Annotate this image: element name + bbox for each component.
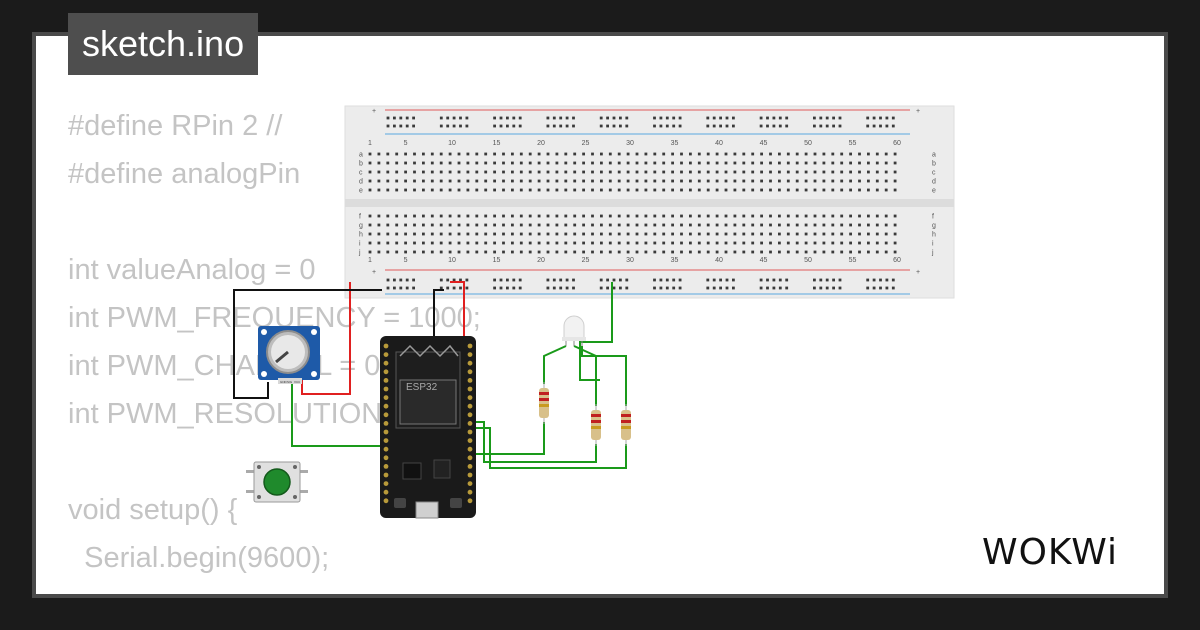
wire-green-esp-b[interactable]	[476, 427, 627, 469]
breadboard-row-label: j	[931, 250, 934, 257]
breadboard-column-label: 40	[715, 257, 723, 264]
breadboard-column-label: 60	[893, 257, 901, 264]
breadboard-row-label: f	[932, 214, 934, 221]
breadboard-column-label: 55	[849, 140, 857, 147]
breadboard-column-label: 50	[804, 140, 812, 147]
breadboard-column-label: 50	[804, 257, 812, 264]
breadboard-column-label: 5	[404, 257, 408, 264]
breadboard-column-label: 30	[626, 140, 634, 147]
wire-green-led-r[interactable]	[543, 345, 567, 384]
breadboard-row-label: g	[932, 223, 936, 230]
breadboard-column-label: 45	[760, 140, 768, 147]
resistor[interactable]	[591, 404, 601, 446]
breadboard[interactable]: + + + + 11551010151520202525303035354040…	[344, 105, 955, 299]
breadboard-row-label: h	[359, 232, 363, 239]
breadboard-column-label: 10	[448, 140, 456, 147]
code-line: int PWM_RESOLUTION	[68, 398, 383, 430]
rail-plus-label: +	[916, 269, 920, 276]
resistor[interactable]	[621, 404, 631, 446]
breadboard-column-label: 25	[582, 140, 590, 147]
breadboard-column-label: 20	[537, 257, 545, 264]
code-line: int PWM_FREQUENCY = 1000;	[68, 302, 481, 334]
breadboard-row-label: g	[359, 223, 363, 230]
breadboard-row-label: d	[932, 179, 936, 186]
resistor[interactable]	[539, 382, 549, 424]
breadboard-column-label: 10	[448, 257, 456, 264]
breadboard-column-label: 45	[760, 257, 768, 264]
breadboard-column-label: 35	[671, 257, 679, 264]
wokwi-logo-text: WOKWi	[982, 532, 1118, 573]
rgb-led[interactable]	[562, 315, 586, 346]
breadboard-column-label: 15	[493, 257, 501, 264]
push-button[interactable]	[246, 461, 308, 503]
potentiometer[interactable]: GND SIG VCC	[258, 326, 320, 384]
rail-plus-label: +	[372, 108, 376, 115]
breadboard-column-label: 5	[404, 140, 408, 147]
breadboard-column-label: 25	[582, 257, 590, 264]
pot-pin-label: VCC	[294, 380, 301, 384]
rail-plus-label: +	[916, 108, 920, 115]
breadboard-column-label: 55	[849, 257, 857, 264]
rail-plus-label: +	[372, 269, 376, 276]
wire-green-pot-sig[interactable]	[284, 381, 385, 447]
breadboard-row-label: c	[359, 170, 363, 177]
breadboard-row-label: f	[359, 214, 361, 221]
code-line: int valueAnalog = 0	[68, 254, 316, 286]
code-line: Serial.begin(9600);	[68, 542, 330, 574]
code-line: #define analogPin	[68, 158, 301, 190]
code-line: #define RPin 2 //	[68, 110, 283, 142]
esp32-label: ESP32	[406, 382, 438, 393]
breadboard-row-label: h	[932, 232, 936, 239]
code-line: void setup() {	[68, 494, 238, 526]
wokwi-logo: WOKWi	[982, 532, 1118, 573]
breadboard-row-label: c	[932, 170, 936, 177]
breadboard-column-label: 1	[368, 257, 372, 264]
wire-green-led-b[interactable]	[581, 346, 627, 406]
breadboard-column-label: 1	[368, 140, 372, 147]
breadboard-row-label: b	[359, 161, 363, 168]
wire-green-esp-g[interactable]	[476, 421, 597, 463]
breadboard-row-label: b	[932, 161, 936, 168]
breadboard-row-label: i	[932, 241, 934, 248]
breadboard-row-label: j	[358, 250, 361, 257]
breadboard-row-label: d	[359, 179, 363, 186]
breadboard-column-label: 35	[671, 140, 679, 147]
breadboard-column-label: 30	[626, 257, 634, 264]
esp32-board[interactable]: ESP32	[380, 336, 476, 519]
breadboard-column-label: 60	[893, 140, 901, 147]
wire-red-pot-vcc[interactable]	[301, 282, 351, 395]
code-line: pinMode(RPin, OUTPUT);	[68, 586, 421, 594]
wire-black-pot-gnd[interactable]	[233, 289, 382, 399]
pot-pin-label: SIG	[287, 380, 293, 384]
breadboard-row-label: i	[359, 241, 361, 248]
breadboard-row-label: a	[359, 152, 363, 159]
breadboard-row-label: a	[932, 152, 936, 159]
breadboard-row-label: e	[932, 188, 936, 195]
breadboard-column-label: 40	[715, 140, 723, 147]
sketch-title: sketch.ino	[68, 13, 259, 75]
breadboard-row-label: e	[359, 188, 363, 195]
wire-green-led-gnd[interactable]	[579, 282, 613, 381]
breadboard-column-label: 20	[537, 140, 545, 147]
breadboard-column-label: 15	[493, 140, 501, 147]
pot-pin-label: GND	[280, 380, 288, 384]
